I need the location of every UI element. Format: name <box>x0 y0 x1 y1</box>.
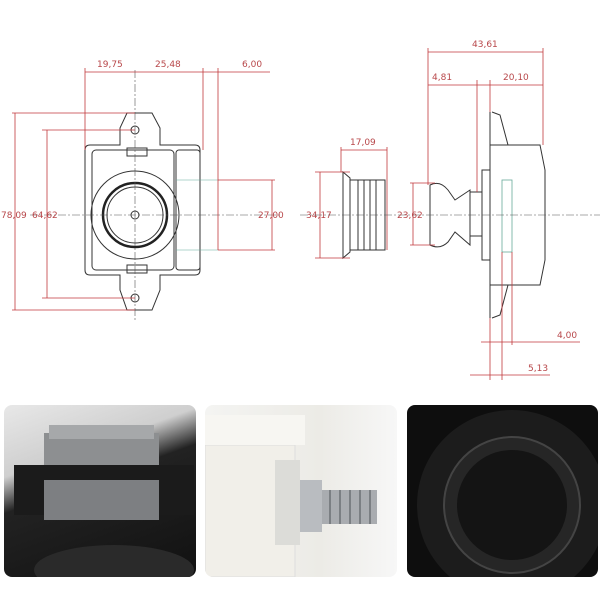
dim-bezel-depth: 17,09 <box>350 138 376 148</box>
dim-plate-offset: 5,13 <box>528 364 548 374</box>
dim-latch-height: 27,00 <box>258 211 284 221</box>
dim-width-right: 6,00 <box>242 60 262 70</box>
photo-threaded-stud <box>205 405 397 577</box>
dim-width-mid: 25,48 <box>155 60 181 70</box>
bezel-view: 17,09 34,17 <box>306 138 388 260</box>
photo-push-button <box>407 405 598 577</box>
dim-overall-depth: 43,61 <box>472 40 498 50</box>
dim-latch-offset: 4,00 <box>557 331 577 341</box>
photo-latch-closeup <box>4 405 196 577</box>
dim-hole-spacing: 64,62 <box>32 211 58 221</box>
front-view: 19,75 25,48 6,00 78,09 64,62 27,00 <box>1 60 284 320</box>
dim-width-left: 19,75 <box>97 60 123 70</box>
dim-bezel-diameter: 34,17 <box>306 211 332 221</box>
dim-body-depth: 20,10 <box>503 73 529 83</box>
dim-overall-height: 78,09 <box>1 211 27 221</box>
side-view: 43,61 4,81 20,10 23,62 4,00 5,13 <box>300 40 600 380</box>
dim-button-diameter: 23,62 <box>397 211 423 221</box>
technical-drawing: 19,75 25,48 6,00 78,09 64,62 27,00 17,09… <box>1 40 600 380</box>
dim-button-offset: 4,81 <box>432 73 452 83</box>
